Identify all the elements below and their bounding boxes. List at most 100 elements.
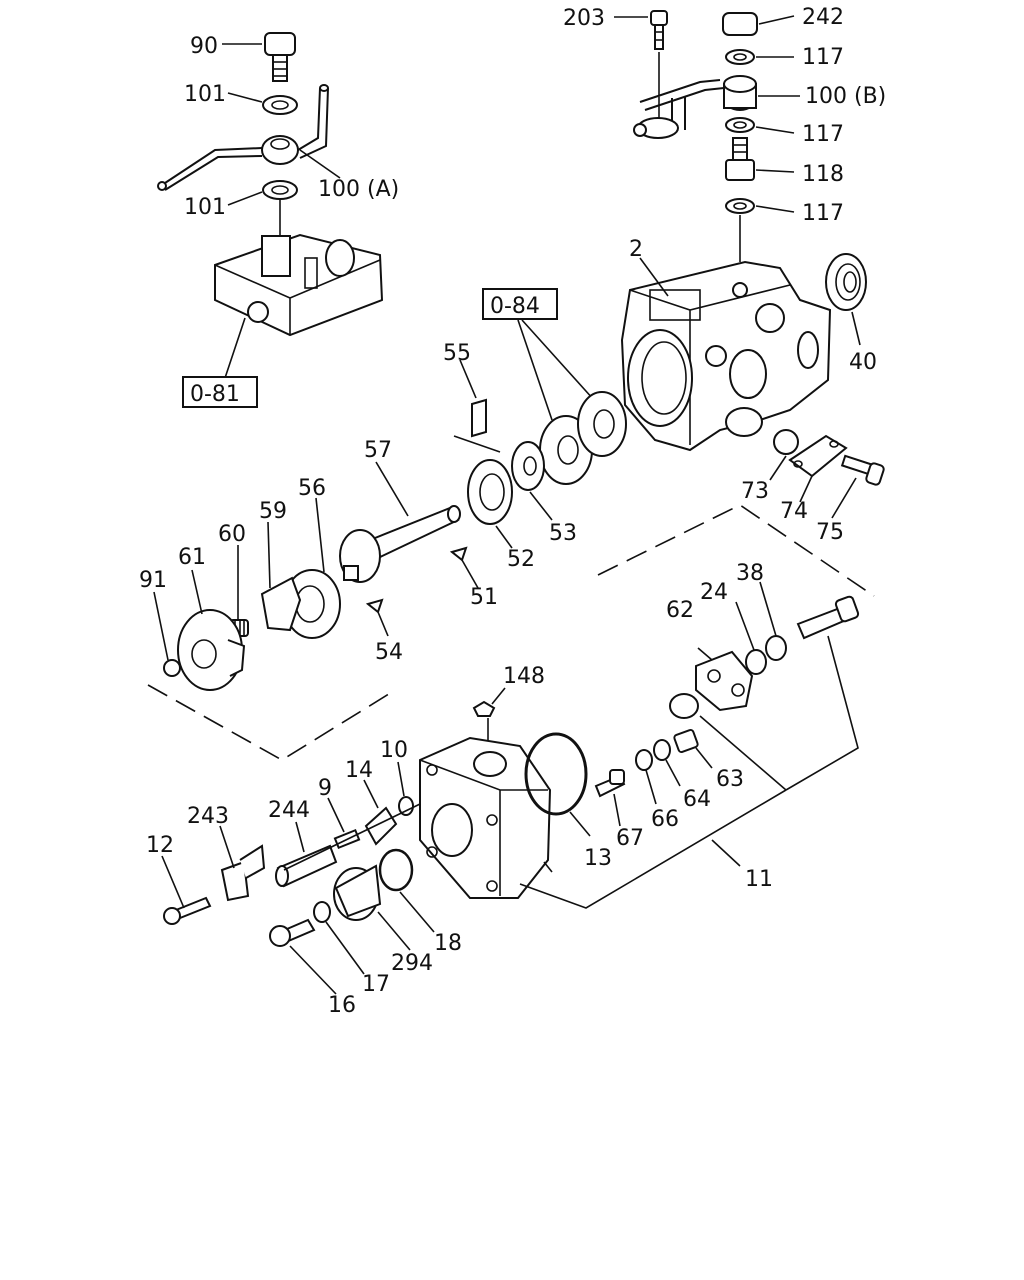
label-117-b: 117 (802, 122, 844, 147)
gear-52 (467, 459, 513, 525)
banjo-pipe-100b (633, 79, 725, 139)
bolt-90 (264, 32, 296, 82)
washer-24 (745, 649, 767, 675)
label-117-a: 117 (802, 45, 844, 70)
label-63: 63 (716, 767, 744, 792)
label-61: 61 (178, 545, 206, 570)
label-91: 91 (139, 568, 167, 593)
bracket-243 (220, 844, 266, 902)
washer-101-lower (262, 180, 298, 200)
label-17: 17 (362, 972, 390, 997)
washer-38 (765, 635, 787, 661)
label-57: 57 (364, 438, 392, 463)
plate-0-84-b (577, 391, 627, 457)
valve-294 (333, 864, 382, 921)
washer-117-c (725, 198, 755, 214)
label-118: 118 (802, 162, 844, 187)
label-10: 10 (380, 738, 408, 763)
label-75: 75 (816, 520, 844, 545)
plate-74 (788, 434, 848, 478)
fitting-244 (275, 844, 338, 888)
ref-label-0-84: 0-84 (490, 294, 540, 319)
label-242: 242 (802, 5, 844, 30)
o-ring-13 (524, 732, 588, 816)
label-51: 51 (470, 585, 498, 610)
spring-63 (673, 728, 699, 754)
bolt-12 (163, 896, 212, 925)
washer-17 (313, 901, 331, 923)
washer-117-b (725, 117, 755, 133)
pin-67 (594, 769, 626, 798)
label-100a: 100 (A) (318, 177, 399, 202)
bolt-75 (840, 454, 885, 486)
pin-38 (796, 595, 860, 640)
nut-91 (163, 659, 181, 677)
label-16: 16 (328, 993, 356, 1018)
ref-box-0-81[interactable] (182, 376, 258, 408)
label-59: 59 (259, 499, 287, 524)
washer-117-a (725, 49, 755, 65)
plate-62 (695, 650, 754, 712)
label-40: 40 (849, 350, 877, 375)
label-73: 73 (741, 479, 769, 504)
label-243: 243 (187, 804, 229, 829)
label-2: 2 (629, 237, 643, 262)
key-54 (365, 598, 384, 614)
key-55 (453, 398, 501, 453)
label-55: 55 (443, 341, 471, 366)
label-53: 53 (549, 521, 577, 546)
valve-14 (364, 806, 398, 846)
washer-101-upper (262, 95, 298, 115)
washer-64 (653, 739, 671, 761)
washer-10 (398, 796, 414, 816)
label-60: 60 (218, 522, 246, 547)
label-11: 11 (745, 867, 773, 892)
washer-66 (635, 749, 653, 771)
label-74: 74 (780, 499, 808, 524)
bolt-16 (269, 918, 316, 947)
vane-59 (260, 576, 302, 632)
ball-bearing-40 (825, 253, 867, 311)
ref-box-0-84[interactable] (482, 288, 558, 320)
cover-61 (177, 609, 246, 691)
bolt-118 (725, 137, 755, 181)
o-ring-18 (378, 848, 414, 892)
plug-148 (472, 700, 496, 717)
cap-242 (722, 12, 758, 36)
label-9: 9 (318, 776, 332, 801)
drive-shaft-57 (339, 505, 461, 583)
label-244: 244 (268, 798, 310, 823)
label-117-c: 117 (802, 201, 844, 226)
label-294: 294 (391, 951, 433, 976)
label-101-lower: 101 (184, 195, 226, 220)
label-18: 18 (434, 931, 462, 956)
label-54: 54 (375, 640, 403, 665)
label-101-upper: 101 (184, 82, 226, 107)
o-ring-73 (773, 429, 799, 455)
label-13: 13 (584, 846, 612, 871)
label-90: 90 (190, 34, 218, 59)
washer-53 (511, 441, 545, 491)
label-64: 64 (683, 787, 711, 812)
bolt-203 (650, 10, 668, 50)
assembly-boundary-left (147, 684, 393, 761)
sleeve-62 (669, 693, 699, 719)
ref-label-0-81: 0-81 (190, 382, 240, 407)
label-66: 66 (651, 807, 679, 832)
label-38: 38 (736, 561, 764, 586)
key-51 (449, 546, 468, 562)
label-62: 62 (666, 598, 694, 623)
label-100b: 100 (B) (805, 84, 886, 109)
label-24: 24 (700, 580, 728, 605)
governor-cover (214, 233, 384, 337)
sleeve-100b (723, 75, 757, 111)
label-203: 203 (563, 6, 605, 31)
label-67: 67 (616, 826, 644, 851)
label-12: 12 (146, 833, 174, 858)
assembly-boundary-right (597, 504, 875, 597)
label-56: 56 (298, 476, 326, 501)
label-52: 52 (507, 547, 535, 572)
hydraulic-head-11 (419, 736, 552, 899)
label-148: 148 (503, 664, 545, 689)
